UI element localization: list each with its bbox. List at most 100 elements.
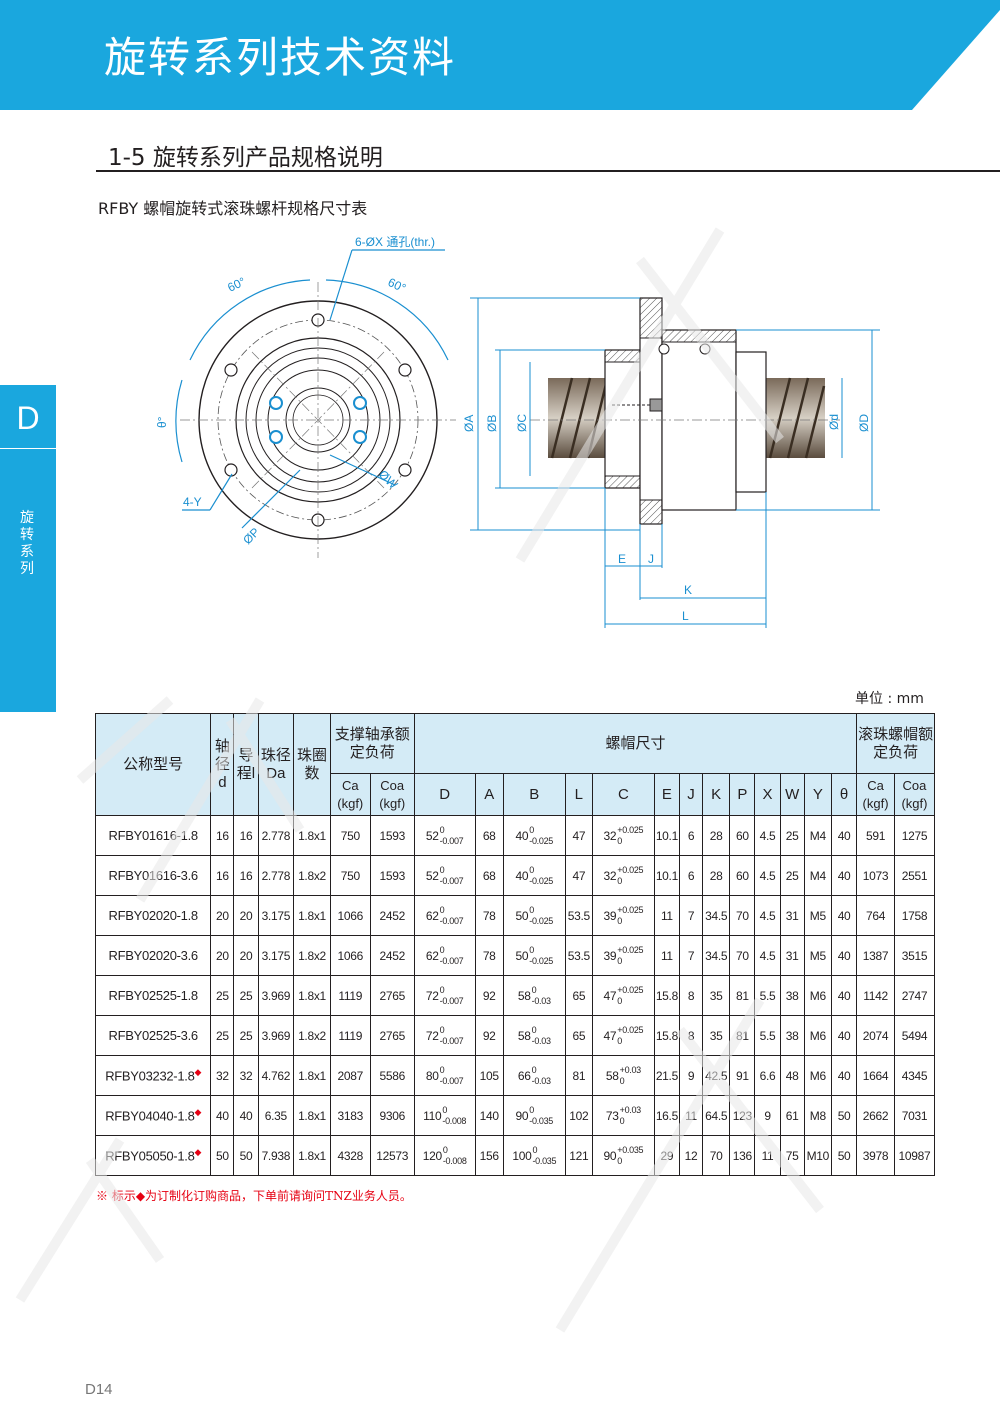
cell-ca2: 3978 (856, 1135, 895, 1176)
dim-d-small-label: Ød (827, 414, 841, 430)
cell-model: RFBY01616-3.6 (94, 855, 212, 896)
upper-tolerance: 0 (439, 864, 445, 875)
cell-theta: 40 (830, 935, 858, 976)
cell-p: 136 (729, 1135, 756, 1176)
tolerance-stack: 0-0.025 (529, 945, 553, 967)
nominal-value: 72 (425, 988, 439, 1003)
nominal-value: 52 (425, 868, 439, 883)
nominal-value: 50 (515, 908, 529, 923)
model-name: RFBY02020-3.6 (108, 948, 199, 963)
cell-d: 40 (210, 1095, 235, 1136)
cell-x: 4.5 (754, 935, 781, 976)
cell-model: RFBY02020-1.8 (94, 895, 212, 936)
cell-y: M8 (803, 1095, 832, 1136)
cell-da: 3.969 (257, 975, 295, 1016)
cell-theta: 40 (830, 1055, 858, 1096)
cell-k: 34.5 (702, 935, 731, 976)
model-name: RFBY02020-1.8 (108, 908, 199, 923)
upper-tolerance: 0 (439, 944, 445, 955)
lower-tolerance: 0 (617, 955, 622, 966)
tolerance-stack: 0-0.007 (440, 1065, 464, 1087)
footnote: ※ 标示◆为订制化订购商品，下单前请询问TNZ业务人员。 (96, 1189, 412, 1203)
side-tab-label: 旋转系列 (20, 510, 34, 577)
tolerance-stack: 0-0.007 (440, 825, 464, 847)
cell-a: 68 (474, 855, 504, 896)
cell-k: 35 (702, 975, 731, 1016)
upper-tolerance: 0 (529, 864, 534, 875)
upper-tolerance: 0 (439, 984, 445, 995)
cell-l: 65 (564, 975, 593, 1016)
lower-tolerance: -0.035 (529, 1115, 554, 1126)
upper-tolerance: 0 (439, 824, 445, 835)
nominal-value: 66 (517, 1068, 531, 1083)
lower-tolerance: -0.03 (531, 995, 551, 1006)
cell-model: RFBY02020-3.6 (94, 935, 212, 976)
cell-p: 81 (729, 975, 756, 1016)
cell-w: 31 (779, 895, 805, 936)
cell-y: M5 (803, 895, 832, 936)
cell-e: 16.5 (653, 1095, 680, 1136)
cell-theta: 40 (830, 1015, 858, 1056)
lower-tolerance: -0.025 (529, 875, 554, 886)
cell-w: 75 (779, 1135, 805, 1176)
upper-tolerance: +0.025 (617, 904, 644, 915)
dim-l-label: L (682, 609, 689, 623)
cell-y: M6 (803, 1055, 832, 1096)
cell-d: 20 (210, 895, 235, 936)
cell-e: 10.1 (653, 815, 680, 856)
cell-w: 25 (779, 815, 805, 856)
header-circuits: 珠圈数 (293, 713, 331, 816)
lower-tolerance: 0 (619, 1115, 625, 1126)
cell-coa2: 7031 (893, 1095, 936, 1136)
angle-right-label: 60° (386, 275, 409, 295)
cell-coa: 2765 (369, 975, 415, 1016)
cell-e: 15.8 (653, 1015, 680, 1056)
dim-k-label: K (684, 583, 692, 597)
table-title: RFBY 螺帽旋转式滚珠螺杆规格尺寸表 (98, 199, 368, 218)
model-name: RFBY04040-1.8 (105, 1108, 195, 1124)
cell-n: 1.8x2 (293, 935, 331, 976)
cell-j: 7 (678, 895, 704, 936)
hole-note: 6-ØX 通孔(thr.) (355, 235, 435, 249)
cell-l: 47 (564, 815, 593, 856)
cell-ca: 1119 (329, 1015, 371, 1056)
front-view (175, 249, 456, 558)
cell-a: 140 (474, 1095, 504, 1136)
cell-w: 38 (779, 975, 805, 1016)
lower-tolerance: -0.025 (529, 955, 554, 966)
cell-theta: 40 (830, 895, 858, 936)
upper-tolerance: 0 (439, 904, 445, 915)
cell-ca: 1066 (329, 895, 371, 936)
cell-l: 20 (233, 895, 259, 936)
cell-coa: 2452 (369, 935, 415, 976)
side-tab-letter: D (16, 400, 40, 436)
nominal-value: 100 (512, 1148, 532, 1163)
cell-ca: 4328 (329, 1135, 371, 1176)
cell-k: 34.5 (702, 895, 731, 936)
cell-d: 25 (210, 1015, 235, 1056)
side-tab[interactable] (0, 385, 56, 712)
cell-k: 70 (702, 1135, 731, 1176)
nominal-value: 110 (423, 1108, 442, 1123)
dim-d-large-label: ØD (857, 414, 871, 432)
cell-k: 35 (702, 1015, 731, 1056)
cell-l: 47 (564, 855, 593, 896)
cell-coa2: 5494 (893, 1015, 936, 1056)
